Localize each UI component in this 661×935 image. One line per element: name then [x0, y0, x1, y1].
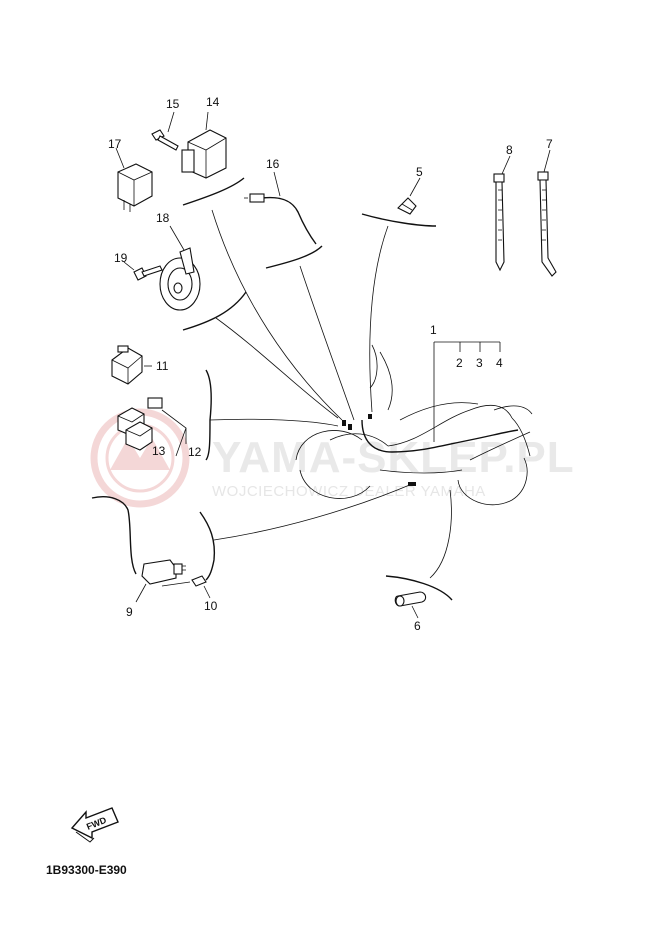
watermark-tagline: WOJCIECHOWICZ DEALER YAMAHA [212, 483, 486, 500]
callout-5: 5 [416, 165, 423, 179]
callout-3: 3 [476, 356, 483, 370]
callout-12: 12 [188, 445, 202, 459]
callout-4: 4 [496, 356, 503, 370]
fwd-arrow-icon: FWD [70, 807, 119, 843]
horn-18[interactable] [159, 247, 201, 311]
sleeve-6[interactable] [394, 591, 427, 607]
watermark-brand: YAMA-SKLEP.PL [212, 433, 575, 482]
screw-10[interactable] [161, 575, 207, 587]
callout-18: 18 [156, 211, 170, 225]
callout-19: 19 [114, 251, 128, 265]
cable-tie-8[interactable] [493, 173, 505, 272]
callout-8: 8 [506, 143, 513, 157]
callout-1: 1 [430, 323, 437, 337]
callout-10: 10 [204, 599, 218, 613]
callout-16: 16 [266, 157, 280, 171]
callout-2: 2 [456, 356, 463, 370]
callout-11: 11 [156, 359, 169, 373]
callout-17: 17 [108, 137, 122, 151]
callout-7: 7 [546, 137, 553, 151]
wire-lead-16[interactable] [244, 193, 317, 245]
screw-15[interactable] [151, 129, 179, 151]
callout-13: 13 [152, 444, 166, 458]
connection-marks [342, 414, 416, 486]
connector-set-12[interactable] [117, 397, 163, 451]
relay-17[interactable] [117, 163, 153, 212]
relay-bracket-14[interactable] [181, 129, 227, 179]
callout-numbers: 1 2 3 4 5 6 7 8 9 10 11 12 13 14 15 16 1… [108, 95, 553, 633]
callout-9: 9 [126, 605, 133, 619]
scooter-outline [295, 344, 533, 506]
connector-11[interactable] [111, 345, 143, 385]
callout-14: 14 [206, 95, 220, 109]
sensor-9[interactable] [91, 496, 186, 585]
callout-15: 15 [166, 97, 180, 111]
watermark: YAMA-SKLEP.PL WOJCIECHOWICZ DEALER YAMAH… [90, 408, 575, 508]
leader-lines [182, 177, 501, 601]
grommet-5[interactable] [397, 197, 417, 215]
cable-tie-7[interactable] [537, 171, 557, 277]
diagram-code: 1B93300-E390 [46, 863, 127, 877]
bolt-19[interactable] [133, 265, 163, 281]
callout-6: 6 [414, 619, 421, 633]
main-harness [361, 419, 519, 453]
